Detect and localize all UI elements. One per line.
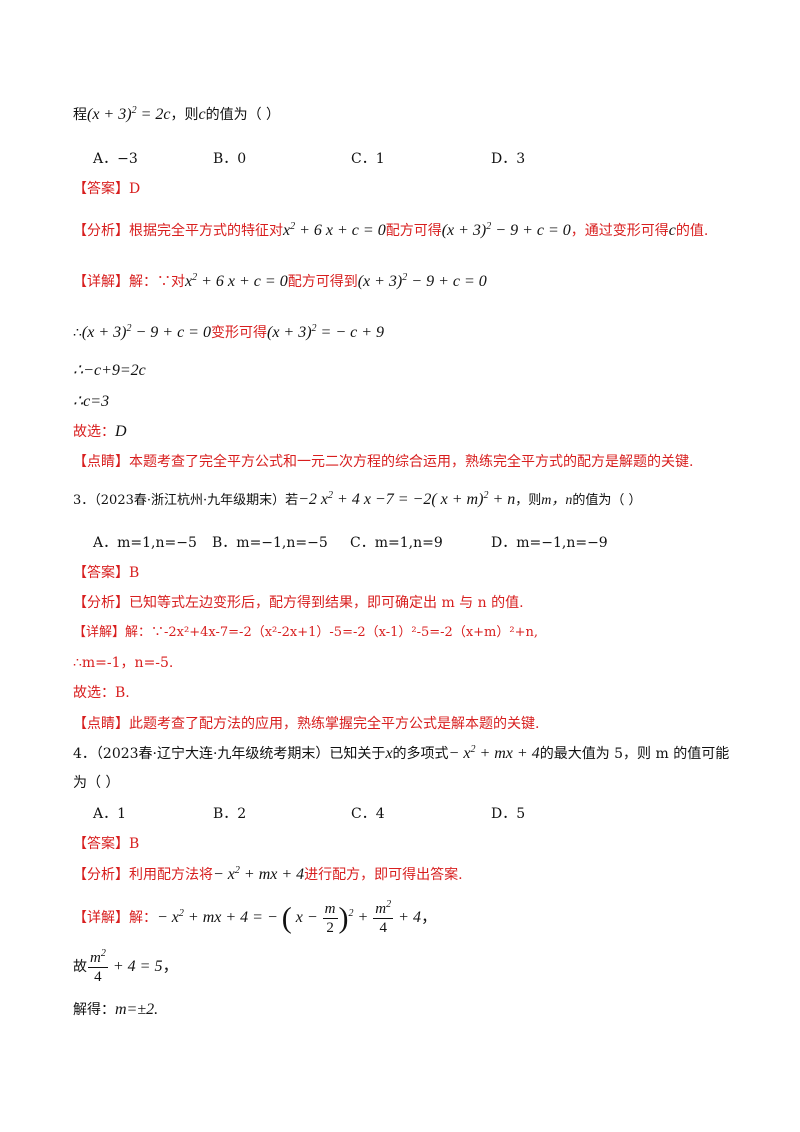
q2-option-a: A．−3: [93, 151, 138, 167]
q2-stem: 程(x + 3)2 = 2c，则c的值为（ ）: [73, 105, 281, 124]
q3-comment: 【点睛】此题考查了配方法的应用，熟练掌握完全平方公式是解本题的关键.: [73, 716, 540, 732]
q2-analysis-eq1: x2 + 6 x + c = 0: [283, 221, 386, 240]
q4-analysis: 【分析】利用配方法将− x2 + mx + 4进行配方，即可得出答案.: [73, 865, 463, 884]
q4-analysis-eq: − x2 + mx + 4: [213, 865, 305, 884]
q3-stem: 3．（2023春·浙江杭州·九年级期末）若−2 x2 + 4 x −7 = −2…: [73, 490, 642, 509]
q2-analysis: 【分析】根据完全平方式的特征对x2 + 6 x + c = 0配方可得(x + …: [73, 221, 709, 240]
q2-analysis-eq2: (x + 3)2 − 9 + c = 0: [441, 221, 571, 240]
q3-option-c: C．m=1,n=9: [350, 535, 443, 551]
q2-stem-equation: (x + 3)2 = 2c: [87, 105, 171, 124]
q4-option-a: A．1: [93, 806, 127, 822]
q3-analysis: 【分析】已知等式左边变形后，配方得到结果，即可确定出 m 与 n 的值.: [73, 595, 524, 611]
q2-step3: ∴c=3: [73, 393, 110, 410]
q2-option-c: C．1: [351, 151, 385, 167]
q2-option-b: B．0: [213, 151, 247, 167]
q2-option-d: D．3: [491, 151, 526, 167]
q2-step1: ∴(x + 3)2 − 9 + c = 0变形可得(x + 3)2 = − c …: [73, 323, 385, 342]
q2-step1-eq2: (x + 3)2 = − c + 9: [266, 323, 385, 342]
q2-choose: 故选：D: [73, 423, 127, 440]
q2-detail: 【详解】解：∵对x2 + 6 x + c = 0配方可得到(x + 3)2 − …: [73, 272, 487, 291]
q3-detail: 【详解】解：∵-2x²+4x-7=-2（x²-2x+1）-5=-2（x-1）²-…: [73, 625, 538, 640]
q4-stem-line2: 为（ ）: [73, 775, 120, 791]
q2-step2: ∴−c+9=2c: [73, 362, 146, 379]
q3-stem-equation: −2 x2 + 4 x −7 = −2( x + m)2 + n: [298, 490, 516, 509]
q4-step2: 解得：m=±2.: [73, 1001, 159, 1018]
q2-answer: 【答案】D: [73, 181, 141, 197]
q3-option-a: A．m=1,n=−5: [93, 535, 197, 551]
q2-step1-eq: (x + 3)2 − 9 + c = 0: [81, 323, 211, 342]
q4-option-d: D．5: [491, 806, 526, 822]
q3-answer: 【答案】B: [73, 565, 140, 581]
q4-stem-equation: − x2 + mx + 4: [448, 744, 540, 763]
q4-option-c: C．4: [351, 806, 385, 822]
q4-stem: 4．（2023春·辽宁大连·九年级统考期末）已知关于x的多项式− x2 + mx…: [73, 744, 730, 763]
q3-step1: ∴m=-1，n=-5.: [73, 655, 174, 671]
q2-detail-eq2: (x + 3)2 − 9 + c = 0: [357, 272, 487, 291]
q4-option-b: B．2: [213, 806, 247, 822]
q3-option-b: B．m=−1,n=−5: [212, 535, 328, 551]
q3-option-d: D．m=−1,n=−9: [491, 535, 608, 551]
q2-detail-eq1: x2 + 6 x + c = 0: [185, 272, 288, 291]
q4-answer: 【答案】B: [73, 836, 140, 852]
q3-choose: 故选：B.: [73, 685, 130, 701]
q2-comment: 【点睛】本题考查了完全平方公式和一元二次方程的综合运用，熟练完全平方式的配方是解…: [73, 454, 694, 470]
